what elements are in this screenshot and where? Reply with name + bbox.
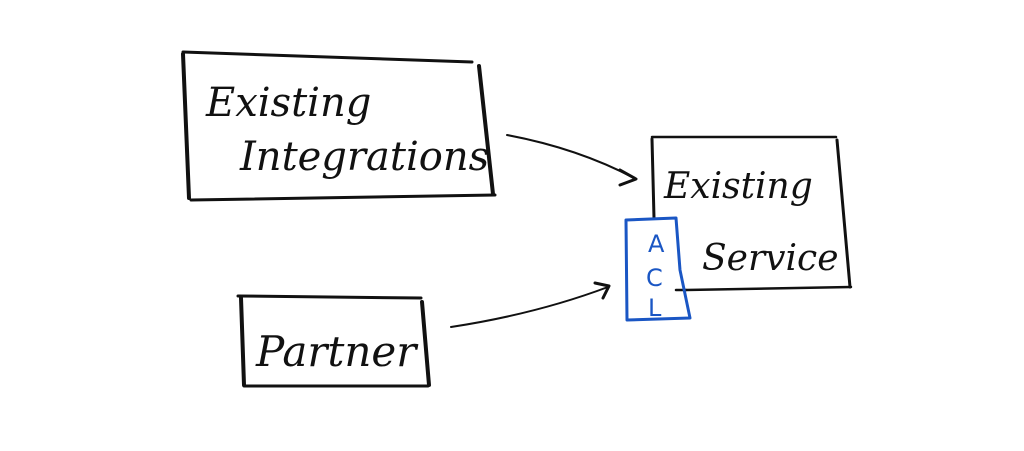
edge-partner-to-acl	[450, 281, 611, 328]
acl-letter-c: C	[646, 264, 663, 292]
existing-integrations-label-line2: Integrations	[239, 134, 489, 180]
node-existing-integrations: Existing Integrations	[181, 50, 497, 202]
existing-integrations-label-line1: Existing	[205, 80, 371, 126]
existing-service-label-line1: Existing	[663, 166, 813, 207]
existing-service-label-line2: Service	[702, 238, 839, 279]
partner-label: Partner	[255, 327, 419, 376]
acl-letter-l: L	[648, 294, 662, 322]
acl-letter-a: A	[648, 230, 665, 258]
node-existing-service: Existing Service	[650, 135, 853, 292]
node-acl: A C L	[624, 216, 692, 322]
node-partner: Partner	[236, 294, 431, 388]
edge-integrations-to-service	[506, 134, 638, 187]
